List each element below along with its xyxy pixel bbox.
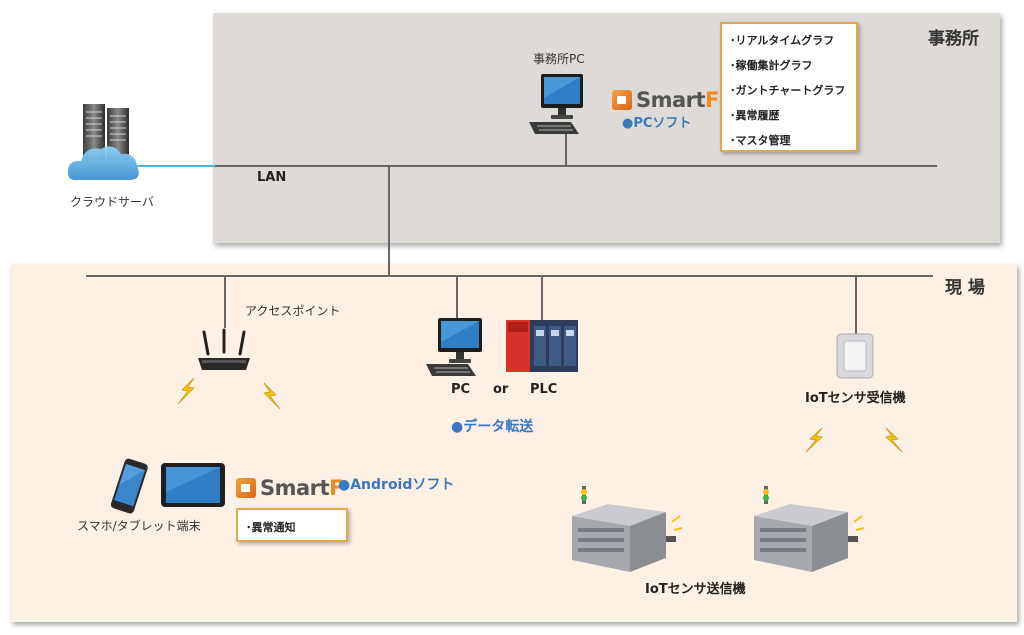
field-pc-icon [426, 318, 482, 376]
office-pc-icon [529, 74, 583, 134]
smartphone-icon [110, 458, 148, 514]
iot-transmitter-machine-icon [754, 486, 865, 572]
or-label: or [493, 382, 509, 397]
pc-feature-item: ･ガントチャートグラフ [730, 84, 846, 97]
pc-feature-item: ･リアルタイムグラフ [730, 34, 835, 47]
iot-transmitter-label: IoTセンサ送信機 [645, 582, 746, 597]
android-feature-list: ･異常通知 [236, 508, 348, 542]
receiver-drop-line [855, 276, 857, 334]
pc-feature-item: ･マスタ管理 [730, 134, 791, 147]
office-pc-drop-line [565, 130, 567, 166]
plc-icon [506, 320, 578, 372]
smartphone-tablet-label: スマホ/タブレット端末 [77, 519, 201, 533]
wireless-signal-icon [885, 427, 903, 453]
pc-drop-line [456, 276, 458, 322]
pc-feature-item: ･稼働集計グラフ [730, 59, 813, 72]
lan-trunk-line [388, 166, 390, 276]
field-zone-title: 現 場 [945, 278, 985, 298]
wireless-signal-icon [805, 427, 823, 453]
android-soft-label: ●Androidソフト [338, 477, 455, 493]
access-point-drop-line [224, 276, 226, 328]
pc-feature-item: ･異常履歴 [730, 109, 780, 122]
cloud-server-label: クラウドサーバ [70, 195, 154, 209]
office-zone-title: 事務所 [928, 29, 979, 49]
pc-label: PC [451, 382, 471, 397]
smartf-logo-icon [612, 90, 632, 110]
iot-receiver-icon [836, 333, 874, 379]
android-feature-item: ･異常通知 [246, 521, 296, 534]
router-icon [198, 328, 250, 370]
iot-receiver-label: IoTセンサ受信機 [805, 391, 906, 406]
field-lan-line [86, 275, 933, 277]
office-zone [213, 13, 1000, 243]
plc-drop-line [541, 276, 543, 322]
office-pc-label: 事務所PC [533, 52, 585, 66]
access-point-label: アクセスポイント [245, 304, 341, 318]
pc-soft-label: ●PCソフト [622, 116, 692, 131]
iot-transmitter-machine-icon [572, 486, 683, 572]
pc-feature-list: ･リアルタイムグラフ ･稼働集計グラフ ･ガントチャートグラフ ･異常履歴 ･マ… [720, 22, 858, 152]
tablet-icon [161, 463, 225, 507]
smartf-logo-icon [236, 478, 256, 498]
cloud-server-icon [67, 104, 139, 180]
plc-label: PLC [530, 382, 558, 397]
office-lan-line [215, 165, 937, 167]
lan-label: LAN [257, 170, 287, 185]
cloud-connection-line [135, 165, 215, 167]
data-transfer-label: ●データ転送 [451, 419, 534, 435]
wireless-signal-icon [263, 382, 281, 410]
wireless-signal-icon [177, 377, 195, 405]
